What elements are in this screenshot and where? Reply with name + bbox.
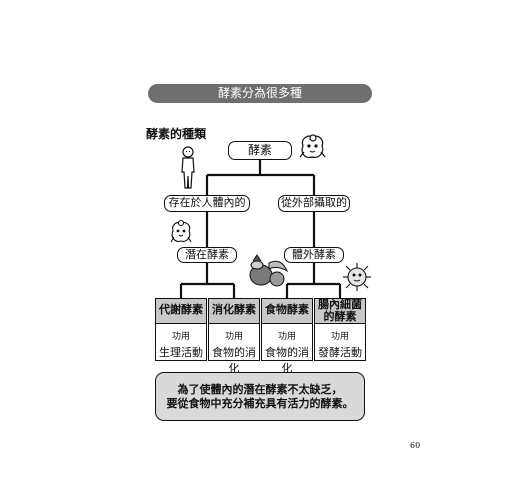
person-icon (181, 146, 195, 189)
leaf-title: 腸內細菌 的酵素 (315, 299, 365, 324)
leaf-function-desc: 生理活動 (159, 346, 203, 359)
leaf-food-enzyme: 食物酵素 功用 食物的消化 (261, 298, 313, 375)
page-number: 60 (410, 441, 421, 450)
leaf-function-desc: 食物的消化 (212, 346, 256, 375)
summary-note-line1: 為了使體內的潛在酵素不太缺乏， (177, 383, 343, 396)
latent-enzyme-node: 潛在酵素 (177, 247, 237, 263)
leaf-digestive-enzyme: 消化酵素 功用 食物的消化 (208, 298, 260, 375)
leaf-function-label: 功用 (277, 332, 296, 342)
leaf-function-label: 功用 (171, 332, 190, 342)
bacteria-character-icon (343, 263, 371, 291)
internal-branch-node: 存在於人體內的 (164, 195, 250, 212)
leaf-function-label: 功用 (330, 332, 349, 342)
leaf-function-desc: 食物的消化 (265, 346, 309, 375)
fruit-vegetable-icon (249, 254, 289, 287)
leaf-title: 食物酵素 (262, 299, 312, 324)
diagram-title: 酵素的種類 (146, 127, 207, 141)
enzyme-character-icon (299, 134, 326, 158)
leaf-function-label: 功用 (224, 332, 243, 342)
enzyme-character-icon (170, 219, 192, 243)
summary-note: 為了使體內的潛在酵素不太缺乏， 要從食物中充分補充具有活力的酵素。 (155, 372, 365, 421)
root-node: 酵素 (228, 141, 292, 160)
leaf-metabolic-enzyme: 代謝酵素 功用 生理活動 (155, 298, 207, 361)
external-enzyme-node: 體外酵素 (284, 247, 344, 263)
section-banner: 酵素分為很多種 (148, 84, 372, 103)
leaf-title-line1: 腸內細菌 (318, 298, 362, 311)
leaf-title: 消化酵素 (209, 299, 259, 324)
leaf-gut-bacteria-enzyme: 腸內細菌 的酵素 功用 發酵活動 (314, 298, 366, 361)
leaf-title: 代謝酵素 (156, 299, 206, 324)
leaf-title-line2: 的酵素 (323, 310, 357, 323)
summary-note-line2: 要從食物中充分補充具有活力的酵素。 (166, 397, 354, 410)
external-branch-node: 從外部攝取的 (278, 195, 350, 212)
leaf-function-desc: 發酵活動 (318, 346, 362, 359)
